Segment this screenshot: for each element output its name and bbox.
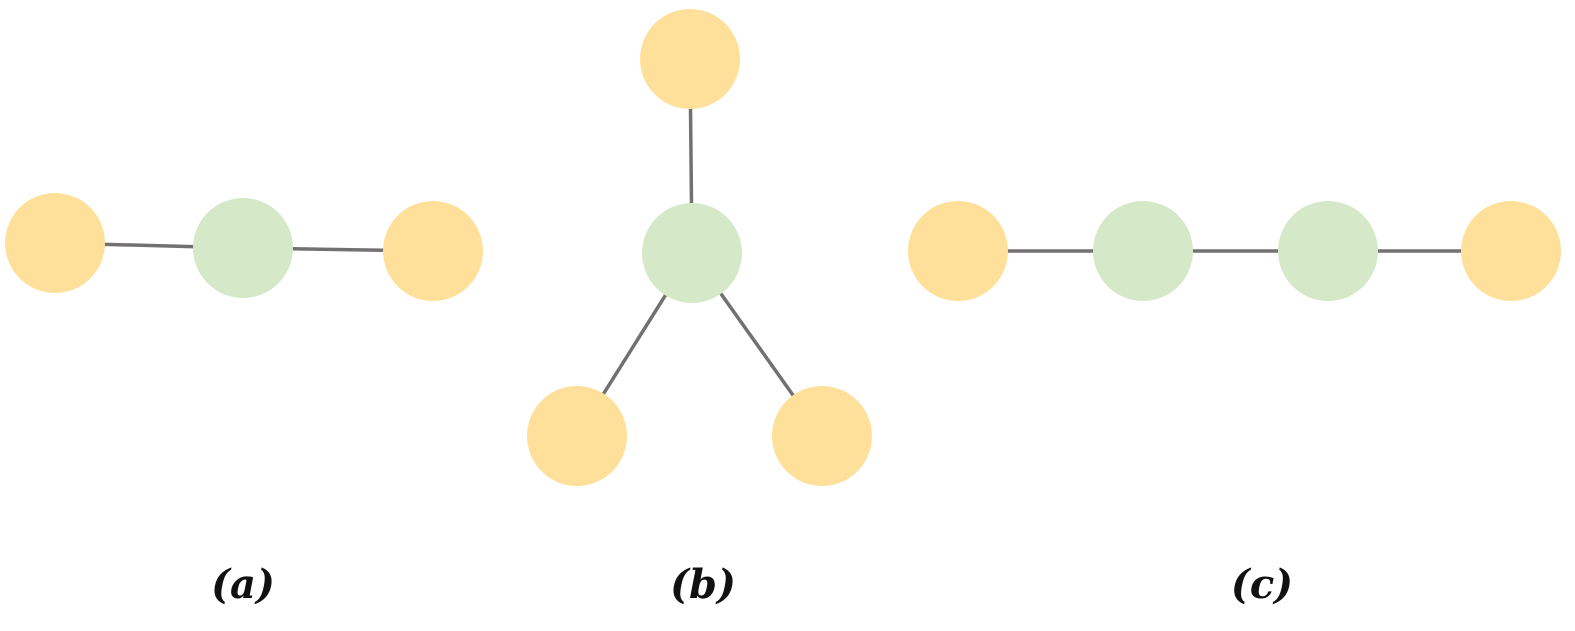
node-a1-leaf — [5, 193, 105, 293]
panel-label-a: (a) — [211, 561, 275, 608]
panel-label-c: (c) — [1231, 561, 1293, 608]
node-b2-core — [642, 203, 742, 303]
nodes-layer — [5, 9, 1561, 486]
node-a3-leaf — [383, 201, 483, 301]
node-a2-core — [193, 198, 293, 298]
node-c1-leaf — [908, 201, 1008, 301]
node-c2-core — [1093, 201, 1193, 301]
node-b1-leaf — [640, 9, 740, 109]
node-b4-leaf — [772, 386, 872, 486]
panel-label-b: (b) — [670, 561, 736, 608]
node-c3-core — [1278, 201, 1378, 301]
node-b3-leaf — [527, 386, 627, 486]
node-c4-leaf — [1461, 201, 1561, 301]
